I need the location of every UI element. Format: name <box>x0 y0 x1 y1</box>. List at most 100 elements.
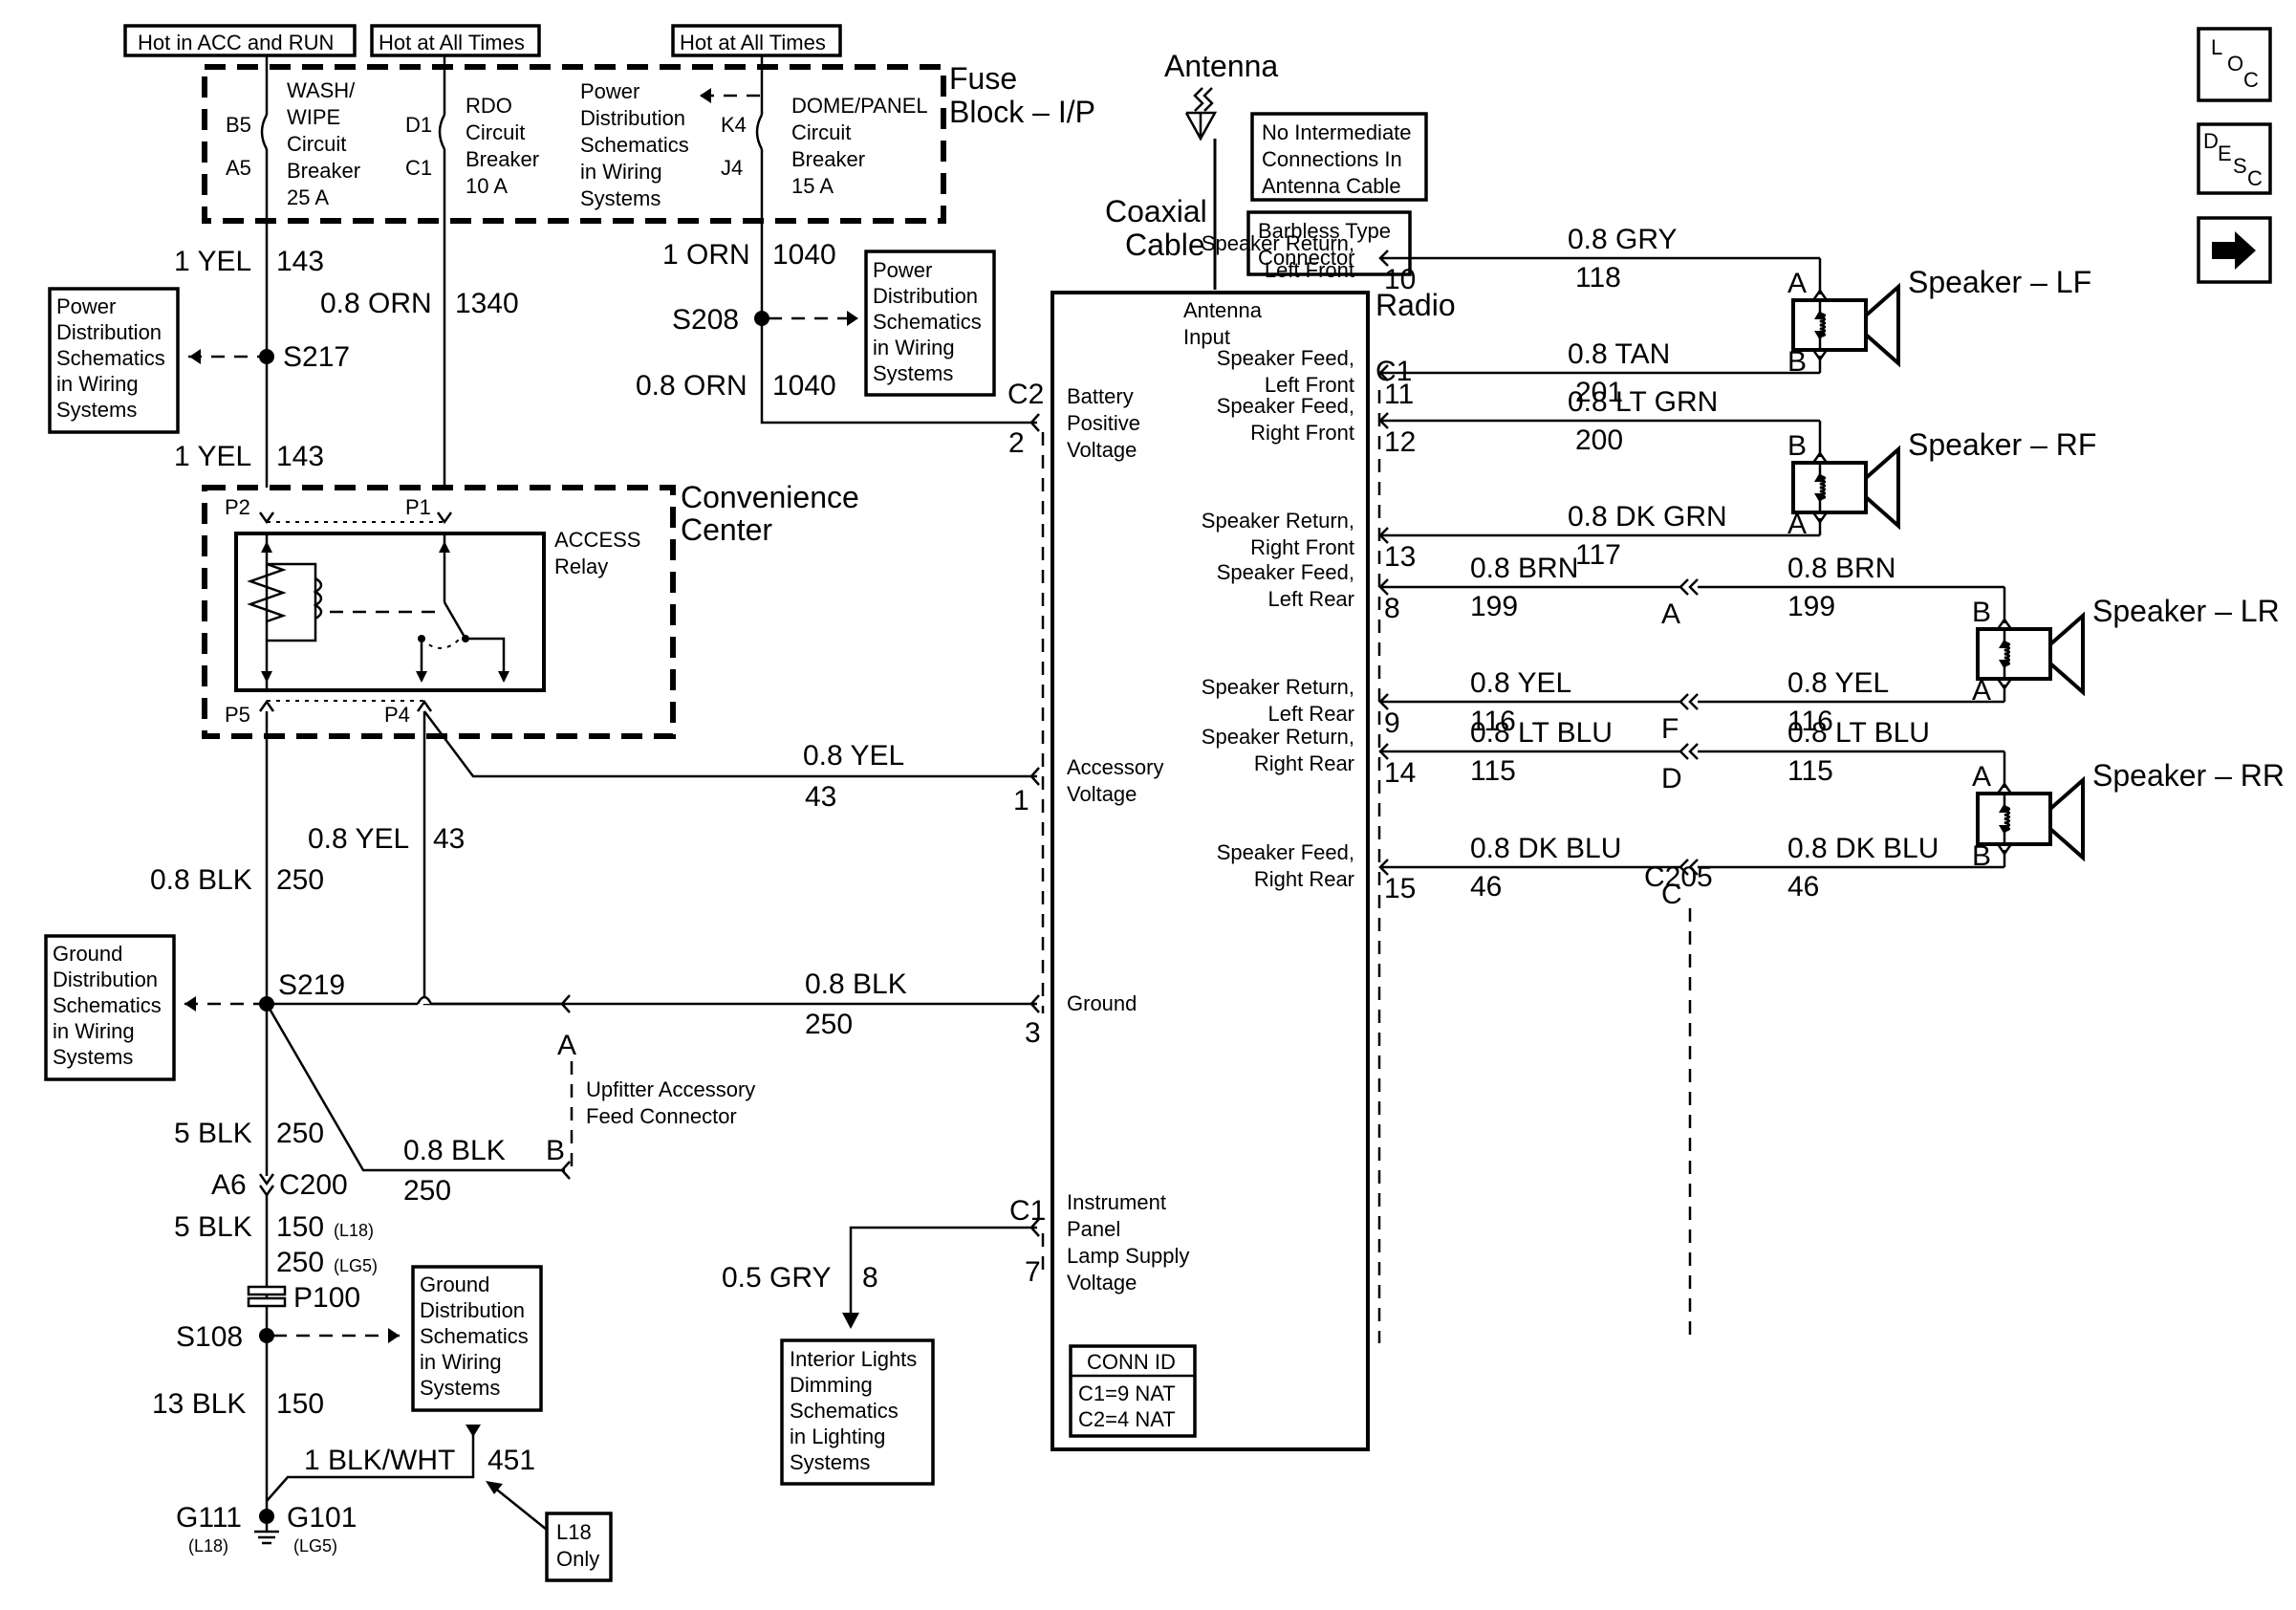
c205-pin: A <box>1661 598 1680 630</box>
wire-1040a-num: 1040 <box>772 239 836 271</box>
l18-box-2: Only <box>556 1547 599 1571</box>
conn-id-c1: C1=9 NAT <box>1078 1382 1176 1405</box>
radio-batt-3: Voltage <box>1067 438 1137 462</box>
gd-left-1: Ground <box>53 942 122 966</box>
radio-ip-2: Panel <box>1067 1217 1120 1241</box>
coax-label-2: Cable <box>1125 228 1205 262</box>
upfitter-pin-a: A <box>557 1030 576 1061</box>
wire-num: 200 <box>1575 424 1623 456</box>
speaker-pin-bottom: B <box>1787 346 1807 378</box>
fuse-block-title-2: Block – I/P <box>949 95 1095 129</box>
l18-box-1: L18 <box>556 1520 592 1544</box>
wire-143a-gauge: 1 YEL <box>174 246 251 277</box>
ref-ground-dist-left: Ground Distribution Schematics in Wiring… <box>44 934 176 1081</box>
speaker-pin-top: B <box>1787 430 1807 462</box>
fuse-pdist-5: Systems <box>580 186 661 210</box>
wash-label-5: 25 A <box>287 185 329 209</box>
desc-icon-d: D <box>2203 129 2219 153</box>
wash-pin-bottom: A5 <box>226 156 251 180</box>
convenience-center: Convenience Center P2 P1 ACCESS Relay P5… <box>202 480 859 739</box>
hot-all-times-label-1: Hot at All Times <box>379 31 525 54</box>
radio-batt-1: Battery <box>1067 384 1134 408</box>
pd-left-4: in Wiring <box>56 372 139 396</box>
speaker-pin-bottom: A <box>1972 675 1991 707</box>
circuit-label-2: Left Front <box>1265 258 1354 282</box>
interior-2: Dimming <box>790 1373 873 1397</box>
wire-num: 117 <box>1575 539 1621 571</box>
wire-250e-option: (LG5) <box>334 1256 378 1275</box>
wire-143b-num: 143 <box>276 441 324 472</box>
pd-left-5: Systems <box>56 398 137 422</box>
dome-pin-bottom: J4 <box>721 156 743 180</box>
splice-s108: S108 <box>176 1321 243 1353</box>
desc-icon-e: E <box>2218 141 2232 165</box>
fuse-block: Fuse Block – I/P B5 A5 WASH/ WIPE Circui… <box>202 55 1095 229</box>
loc-button[interactable]: L O C <box>2197 27 2272 102</box>
pd-mid-2: Distribution <box>873 284 978 308</box>
circuit-label-1: Speaker Return, <box>1202 231 1354 255</box>
speaker-label: Speaker – RR <box>2092 758 2285 793</box>
desc-button[interactable]: D E S C <box>2197 122 2272 195</box>
wire-150-option: (L18) <box>334 1221 374 1240</box>
conv-center-title-2: Center <box>681 512 772 547</box>
ground-g101: G101 <box>287 1502 357 1534</box>
dome-feed-wires: 1 ORN 1040 S208 0.8 ORN 1040 <box>636 229 1040 432</box>
wire-gauge: 0.8 DK GRN <box>1568 501 1727 533</box>
wire-gauge-2: 0.8 DK BLU <box>1787 833 1939 864</box>
wire-250a-num: 250 <box>276 864 324 896</box>
radio-title: Radio <box>1375 288 1456 322</box>
antenna-note1-2: Connections In <box>1262 147 1402 171</box>
wire-150b-num: 150 <box>276 1388 324 1420</box>
wire-1040b-gauge: 0.8 ORN <box>636 370 747 402</box>
wire-250e-num: 250 <box>276 1247 324 1278</box>
circuit-label-1: Speaker Return, <box>1202 675 1354 699</box>
pin-p4: P4 <box>384 703 410 727</box>
desc-icon-s: S <box>2233 154 2247 178</box>
speaker-label: Speaker – LF <box>1908 265 2091 299</box>
wire-43b-num: 43 <box>433 823 465 855</box>
next-arrow-button[interactable] <box>2197 216 2272 284</box>
wire-gauge-2: 0.8 YEL <box>1787 667 1889 699</box>
circuit-label-2: Right Rear <box>1254 867 1354 891</box>
wire-num: 46 <box>1470 871 1502 903</box>
upfitter-label-2: Feed Connector <box>586 1104 737 1128</box>
radio-acc-2: Voltage <box>1067 782 1137 806</box>
wire-num-2: 199 <box>1787 591 1835 622</box>
fuse-pdist-3: Schematics <box>580 133 689 157</box>
hot-all-times-label-2: Hot at All Times <box>680 31 826 54</box>
circuit-label-2: Left Rear <box>1268 587 1355 611</box>
rdo-label-1: RDO <box>466 94 512 118</box>
nav-icons: L O C D E S C <box>2197 27 2272 284</box>
radio-ip-1: Instrument <box>1067 1190 1166 1214</box>
pd-mid-5: Systems <box>873 361 953 385</box>
wire-num: 115 <box>1470 755 1516 787</box>
radio-pin: 12 <box>1384 426 1416 458</box>
splice-s217: S217 <box>283 341 350 373</box>
ground-g101-option: (LG5) <box>293 1536 337 1556</box>
radio-antenna-input-1: Antenna <box>1183 298 1263 322</box>
radio-batt-2: Positive <box>1067 411 1140 435</box>
wire-250b-gauge: 0.8 BLK <box>805 968 907 1000</box>
gd-low-2: Distribution <box>420 1298 525 1322</box>
conv-center-title-1: Convenience <box>681 480 859 514</box>
speaker-pin-top: B <box>1972 597 1991 628</box>
arrow-right-icon <box>2212 231 2256 270</box>
wire-150-gauge: 5 BLK <box>174 1211 252 1243</box>
radio-c2: C2 <box>1007 379 1044 410</box>
dome-label-4: 15 A <box>791 174 834 198</box>
conn-id-title: CONN ID <box>1087 1350 1176 1374</box>
loc-icon-c: C <box>2243 68 2259 92</box>
coax-label-1: Coaxial <box>1105 194 1207 228</box>
radio-pin: 9 <box>1384 707 1400 739</box>
c205-pin: C <box>1661 879 1682 910</box>
rdo-label-2: Circuit <box>466 120 525 144</box>
upfitter-pin-b: B <box>546 1135 565 1166</box>
hot-acc-run-label: Hot in ACC and RUN <box>138 31 334 54</box>
circuit-label-1: Speaker Feed, <box>1217 560 1354 584</box>
interior-lights-feed: 0.5 GRY 8 Interior Lights Dimming Schema… <box>722 1218 1040 1486</box>
